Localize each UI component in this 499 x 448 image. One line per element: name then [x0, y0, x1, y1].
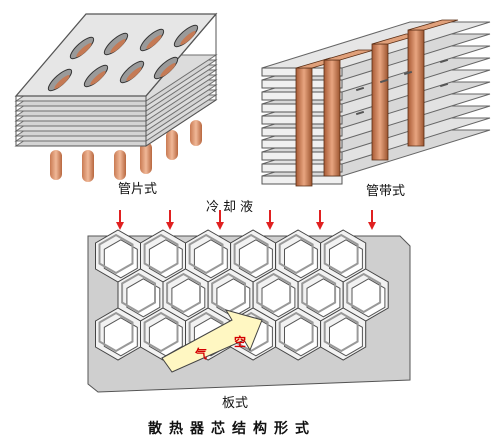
honeycomb-cell-shade	[323, 311, 359, 353]
honeycomb-cell-shade	[98, 311, 134, 353]
honeycomb-cell-hole	[261, 278, 296, 318]
honeycomb-cell-shade	[323, 233, 359, 275]
honeycomb-cell-shade	[188, 233, 224, 275]
honeycomb-cell-hole	[284, 317, 318, 357]
fin-stack	[14, 12, 218, 147]
honeycomb-cell-shade	[301, 272, 337, 314]
diagram-caption: 散热器芯结构形式	[148, 421, 316, 437]
honeycomb-cell-hole	[126, 278, 161, 318]
honeycomb-cell-hole	[238, 239, 273, 279]
honeycomb-cell-shade	[166, 272, 201, 314]
tube-band-label: 管带式	[366, 184, 406, 199]
honeycomb-cell-hole	[329, 317, 363, 357]
honeycomb-cell-hole	[103, 239, 138, 279]
honeycomb-cell-shade	[346, 272, 382, 314]
air-label-char-1: 空	[234, 335, 247, 349]
louvers	[355, 58, 449, 116]
plate-label: 板式	[222, 396, 249, 411]
honeycomb-cell-shade	[256, 272, 292, 314]
coolant-label: 冷却液	[206, 200, 258, 215]
honeycomb-cell-shade	[278, 311, 314, 353]
honeycomb-cell-shade	[143, 311, 179, 353]
air-flow-arrow-icon	[161, 309, 263, 373]
honeycomb-cell-hole	[284, 239, 318, 279]
honeycomb-cell-hole	[193, 239, 228, 279]
tube-band-core	[261, 19, 491, 187]
honeycomb-cell-hole	[329, 239, 363, 279]
air-label-char-2: 气	[195, 347, 208, 361]
honeycomb-cell-shade	[143, 233, 179, 275]
tube-fin-label: 管片式	[118, 182, 158, 197]
tube-fin-core	[14, 12, 218, 182]
honeycomb-cell-hole	[171, 278, 206, 318]
honeycomb-cell-hole	[351, 278, 386, 318]
honeycomb-cell-hole	[103, 317, 138, 357]
honeycomb-cell-shade	[233, 233, 269, 275]
honeycomb-cell-shade	[98, 233, 134, 275]
honeycomb-cell-hole	[148, 239, 183, 279]
plate-core-honeycomb	[87, 229, 411, 393]
honeycomb-cell-hole	[306, 278, 341, 318]
tube-stubs	[50, 120, 202, 182]
honeycomb-cell-shade	[121, 272, 156, 314]
flat-tubes	[295, 19, 459, 187]
honeycomb-cell-shade	[278, 233, 314, 275]
coolant-arrow-icon	[116, 210, 376, 230]
